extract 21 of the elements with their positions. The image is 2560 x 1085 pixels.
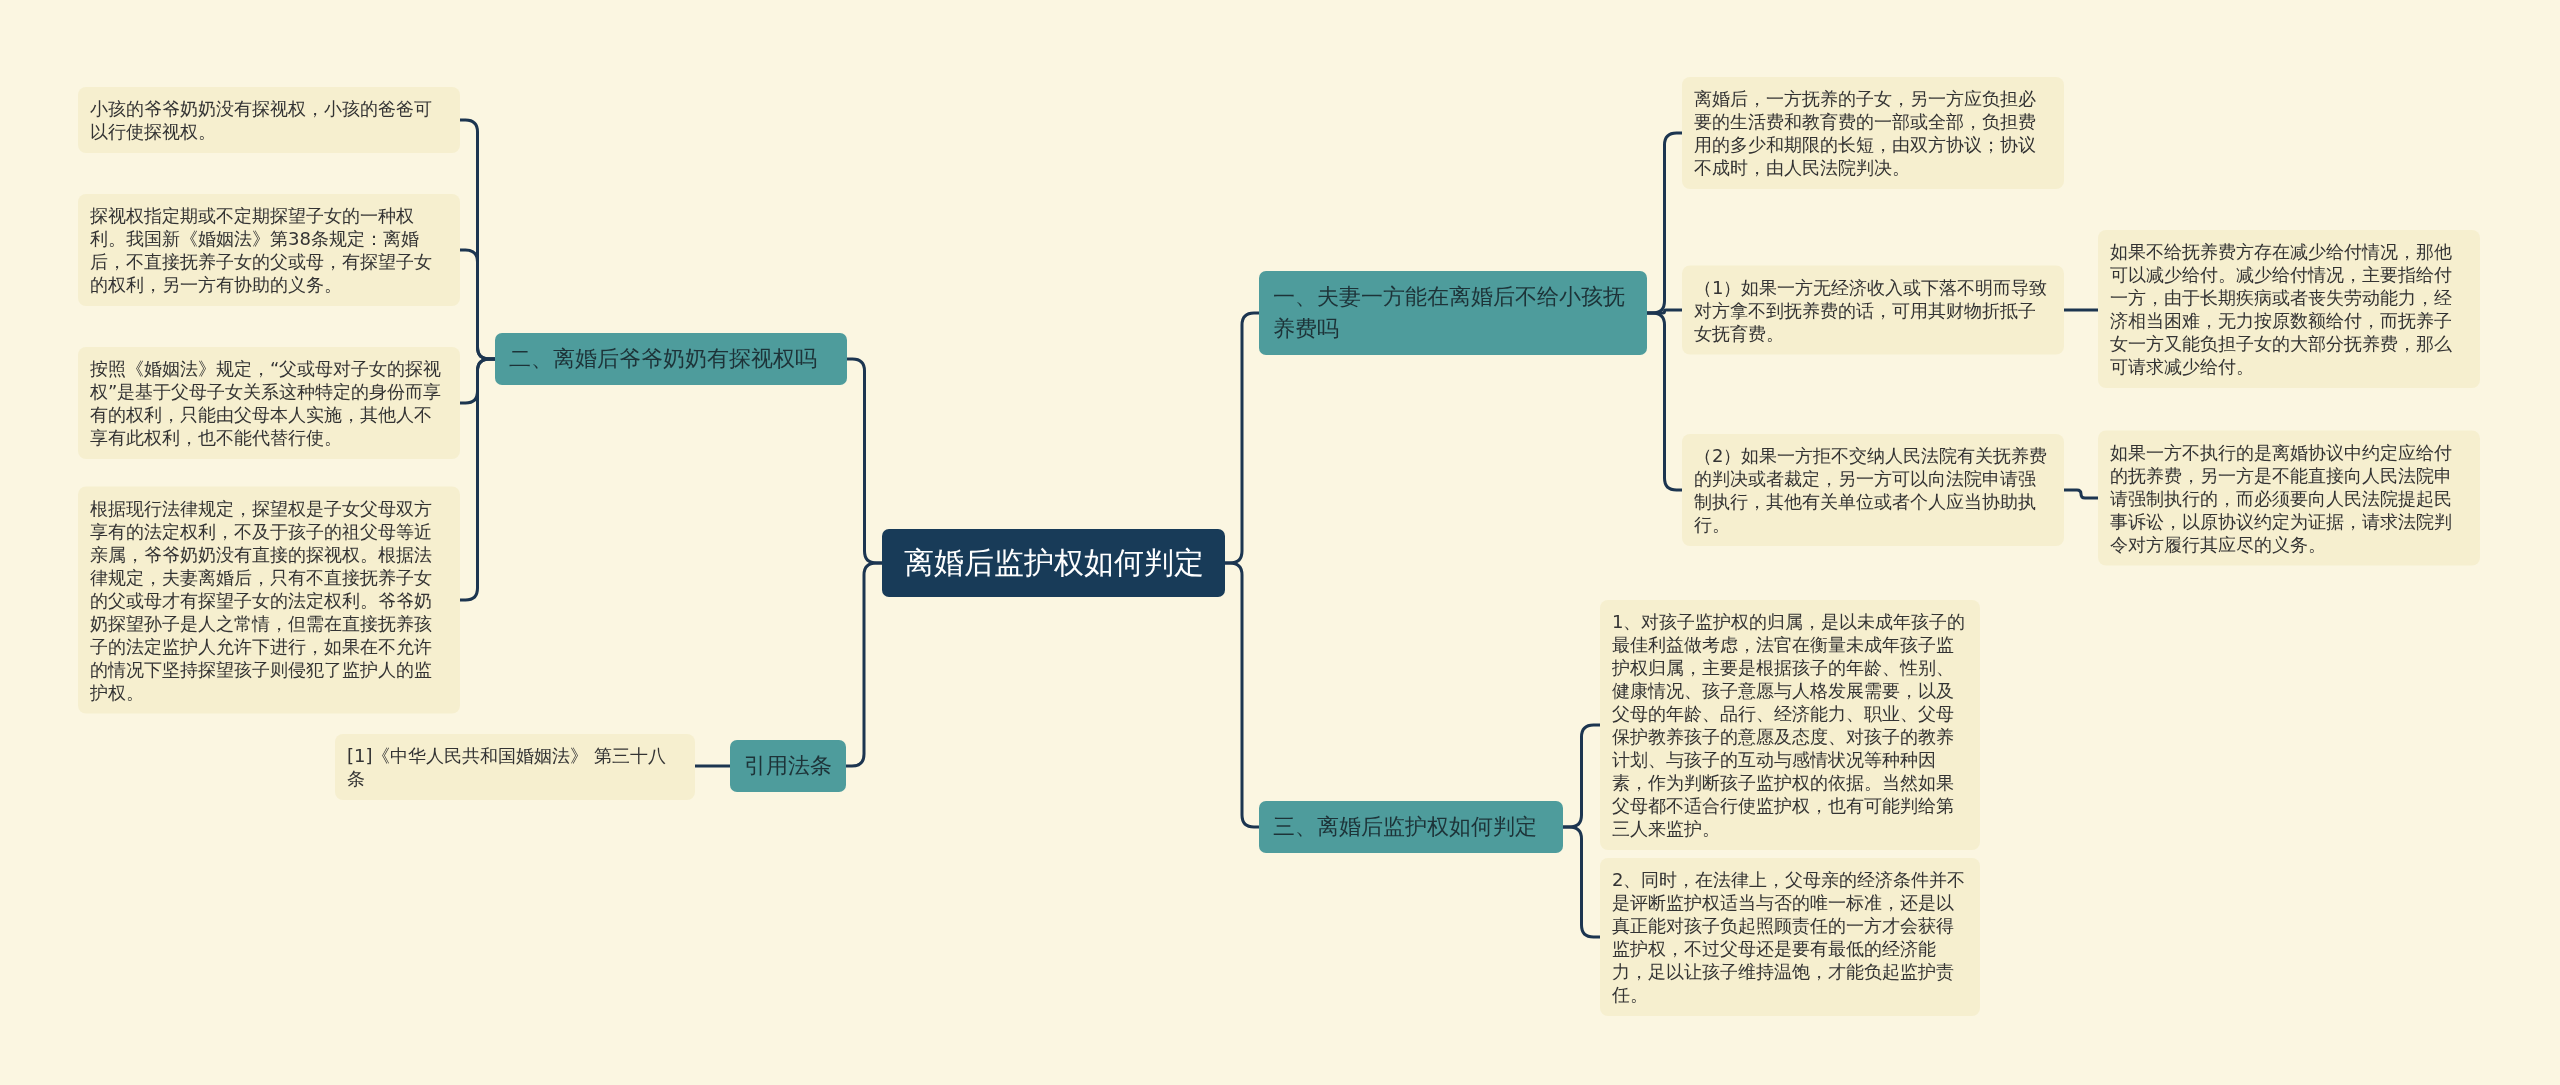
topic-box: 二、离婚后爷爷奶奶有探视权吗 bbox=[495, 333, 847, 385]
note-box: （2）如果一方拒不交纳人民法院有关抚养费的判决或者裁定，另一方可以向法院申请强制执行，其他有关单位或者个人应当协助执行。 bbox=[1682, 434, 2064, 546]
note-box: （1）如果一方无经济收入或下落不明而导致对方拿不到抚养费的话，可用其财物折抵子女抚育费。 bbox=[1682, 265, 2064, 355]
note-box: 1、对孩子监护权的归属，是以未成年孩子的最佳利益做考虑，法官在衡量未成年孩子监护权归属，主要是根据孩子的年龄、性别、健康情况、孩子意愿与人格发展需要，以及父母的年龄、品行、经济能力、职业、父母保护教养孩子的意愿及态度、对孩子的教养计划、与孩子的互动与感情状况等种种因素，作为判断孩子监护权的依据。当然如果父母都不适合行使监护权，也有可能判给第三人来监护。 bbox=[1600, 600, 1980, 850]
connector-line bbox=[2064, 488, 2098, 500]
connector-line bbox=[695, 764, 730, 768]
topic-box: 三、离婚后监护权如何判定 bbox=[1259, 801, 1563, 853]
note-box: 如果不给抚养费方存在减少给付情况，那他可以减少给付。减少给付情况，主要指给付一方，由于长期疾病或者丧失劳动能力，经济相当困难，无力按原数额给付，而抚养子女一方又能负担子女的大部分抚养费，那么可请求减少给付。 bbox=[2098, 230, 2480, 388]
note-box: 2、同时，在法律上，父母亲的经济条件并不是评断监护权适当与否的唯一标准，还是以真正能对孩子负起照顾责任的一方才会获得监护权，不过父母还是要有最低的经济能力，足以让孩子维持温饱，才能负起监护责任。 bbox=[1600, 858, 1980, 1016]
note-box: 小孩的爷爷奶奶没有探视权，小孩的爸爸可以行使探视权。 bbox=[78, 87, 460, 153]
note-box: [1]《中华人民共和国婚姻法》 第三十八条 bbox=[335, 734, 695, 800]
note-box: 根据现行法律规定，探望权是子女父母双方享有的法定权利，不及于孩子的祖父母等近亲属，爷爷奶奶没有直接的探视权。根据法律规定，夫妻离婚后，只有不直接抚养子女的父或母才有探望子女的法定权利。爷爷奶奶探望孙子是人之常情，但需在直接抚养孩子的法定监护人允许下进行，如果在不允许的情况下坚持探望孩子则侵犯了监护人的监护权。 bbox=[78, 486, 460, 714]
note-box: 按照《婚姻法》规定，“父或母对子女的探视权”是基于父母子女关系这种特定的身份而享有的权利，只能由父母本人实施，其他人不享有此权利，也不能代替行使。 bbox=[78, 347, 460, 459]
connector-line bbox=[2064, 308, 2098, 312]
topic-box: 引用法条 bbox=[730, 740, 846, 792]
central-topic: 离婚后监护权如何判定 bbox=[882, 529, 1225, 597]
note-box: 离婚后，一方抚养的子女，另一方应负担必要的生活费和教育费的一部或全部，负担费用的多少和期限的长短，由双方协议；协议不成时，由人民法院判决。 bbox=[1682, 77, 2064, 189]
note-box: 探视权指定期或不定期探望子女的一种权利。我国新《婚姻法》第38条规定：离婚后，不直接抚养子女的父或母，有探望子女的权利，另一方有协助的义务。 bbox=[78, 194, 460, 306]
topic-box: 一、夫妻一方能在离婚后不给小孩抚养费吗 bbox=[1259, 271, 1647, 355]
connector-line bbox=[1563, 825, 1600, 939]
note-box: 如果一方不执行的是离婚协议中约定应给付的抚养费，另一方是不能直接向人民法院申请强制执行的，而必须要向人民法院提起民事诉讼，以原协议约定为证据，请求法院判令对方履行其应尽的义务。 bbox=[2098, 430, 2480, 566]
